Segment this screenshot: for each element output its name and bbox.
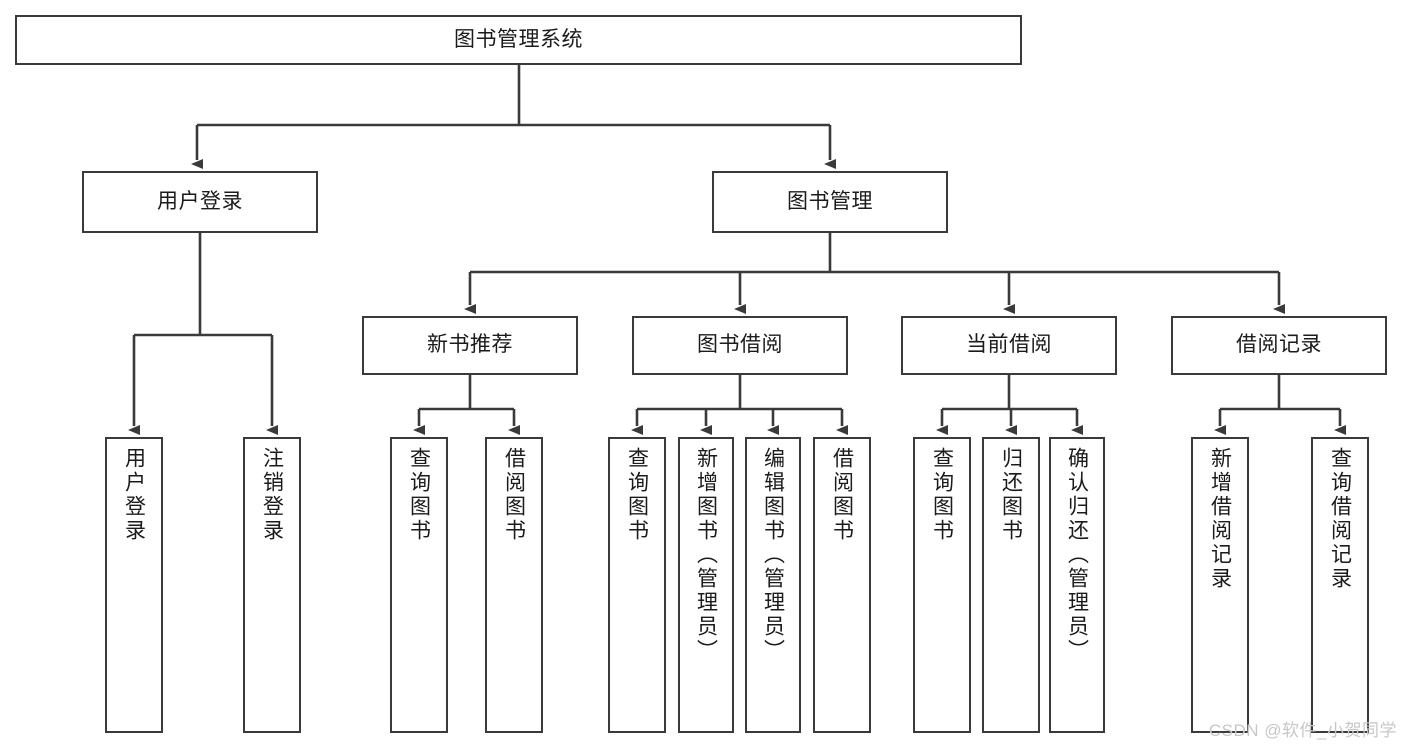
node-book-borrow-label: 图书借阅 (697, 333, 783, 357)
node-leaf-query-book-1-label: 查询图书 (407, 447, 431, 543)
node-user-login-label: 用户登录 (157, 189, 243, 213)
node-leaf-confirm-return[interactable]: 确认归还（管理员） (1049, 437, 1105, 733)
node-book-borrow[interactable]: 图书借阅 (632, 316, 848, 375)
node-leaf-edit-book[interactable]: 编辑图书（管理员） (745, 437, 801, 733)
node-leaf-borrow-book-1-label: 借阅图书 (502, 447, 526, 543)
node-leaf-add-record-label: 新增借阅记录 (1208, 447, 1232, 591)
node-root-label: 图书管理系统 (454, 27, 583, 51)
node-leaf-query-book-1[interactable]: 查询图书 (390, 437, 448, 733)
watermark: CSDN @软件_小贺同学 (1208, 721, 1397, 740)
node-leaf-user-login[interactable]: 用户登录 (105, 437, 163, 733)
node-leaf-borrow-book-2[interactable]: 借阅图书 (813, 437, 871, 733)
node-leaf-user-login-label: 用户登录 (122, 447, 146, 543)
node-borrow-record[interactable]: 借阅记录 (1171, 316, 1387, 375)
node-current-borrow[interactable]: 当前借阅 (901, 316, 1117, 375)
node-leaf-query-book-2[interactable]: 查询图书 (608, 437, 666, 733)
node-leaf-query-book-3-label: 查询图书 (930, 447, 954, 543)
node-book-manage[interactable]: 图书管理 (712, 171, 948, 233)
node-leaf-borrow-book-2-label: 借阅图书 (830, 447, 854, 543)
node-new-book-recommend-label: 新书推荐 (427, 333, 513, 357)
node-leaf-query-book-3[interactable]: 查询图书 (913, 437, 971, 733)
node-leaf-add-book-label: 新增图书（管理员） (694, 447, 718, 663)
node-borrow-record-label: 借阅记录 (1236, 333, 1322, 357)
node-new-book-recommend[interactable]: 新书推荐 (362, 316, 578, 375)
node-leaf-logout-login[interactable]: 注销登录 (243, 437, 301, 733)
node-leaf-query-record-label: 查询借阅记录 (1328, 447, 1352, 591)
node-leaf-logout-login-label: 注销登录 (260, 447, 284, 543)
node-leaf-add-book[interactable]: 新增图书（管理员） (678, 437, 734, 733)
node-leaf-query-record[interactable]: 查询借阅记录 (1311, 437, 1369, 733)
node-root[interactable]: 图书管理系统 (15, 15, 1022, 65)
node-leaf-return-book-label: 归还图书 (999, 447, 1023, 543)
node-user-login[interactable]: 用户登录 (82, 171, 318, 233)
node-leaf-edit-book-label: 编辑图书（管理员） (761, 447, 785, 663)
node-leaf-add-record[interactable]: 新增借阅记录 (1191, 437, 1249, 733)
node-book-manage-label: 图书管理 (787, 189, 873, 213)
node-leaf-borrow-book-1[interactable]: 借阅图书 (485, 437, 543, 733)
node-leaf-return-book[interactable]: 归还图书 (982, 437, 1040, 733)
node-current-borrow-label: 当前借阅 (966, 333, 1052, 357)
node-leaf-query-book-2-label: 查询图书 (625, 447, 649, 543)
node-leaf-confirm-return-label: 确认归还（管理员） (1065, 447, 1089, 663)
